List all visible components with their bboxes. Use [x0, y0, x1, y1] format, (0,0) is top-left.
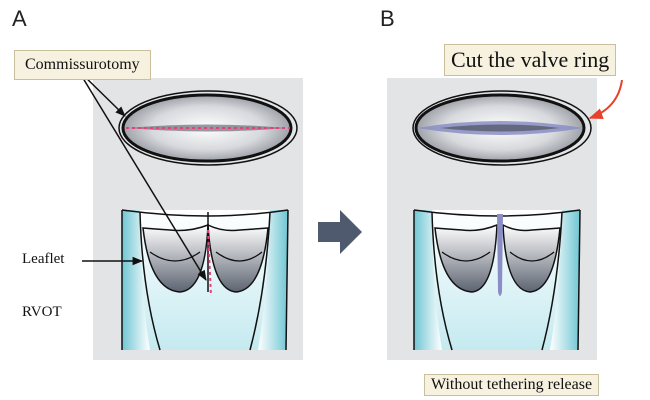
panel-b-valve-ring — [413, 91, 591, 165]
panel-a-valve-ring — [119, 91, 297, 165]
panel-b-cut-leaflet-gap — [497, 214, 503, 296]
leaflet-label: Leaflet — [22, 252, 64, 267]
without-tethering-release-label: Without tethering release — [424, 374, 599, 396]
rvot-label: RVOT — [22, 305, 62, 320]
panel-a-rvot — [122, 210, 288, 350]
cut-valve-ring-label: Cut the valve ring — [444, 44, 616, 76]
panel-b-rvot — [414, 210, 580, 350]
panel-b-letter: B — [380, 8, 395, 30]
panel-a — [78, 70, 303, 360]
panel-b — [387, 78, 622, 360]
commissurotomy-label: Commissurotomy — [14, 50, 151, 80]
transition-arrow — [318, 210, 362, 254]
panel-a-letter: A — [12, 8, 27, 30]
